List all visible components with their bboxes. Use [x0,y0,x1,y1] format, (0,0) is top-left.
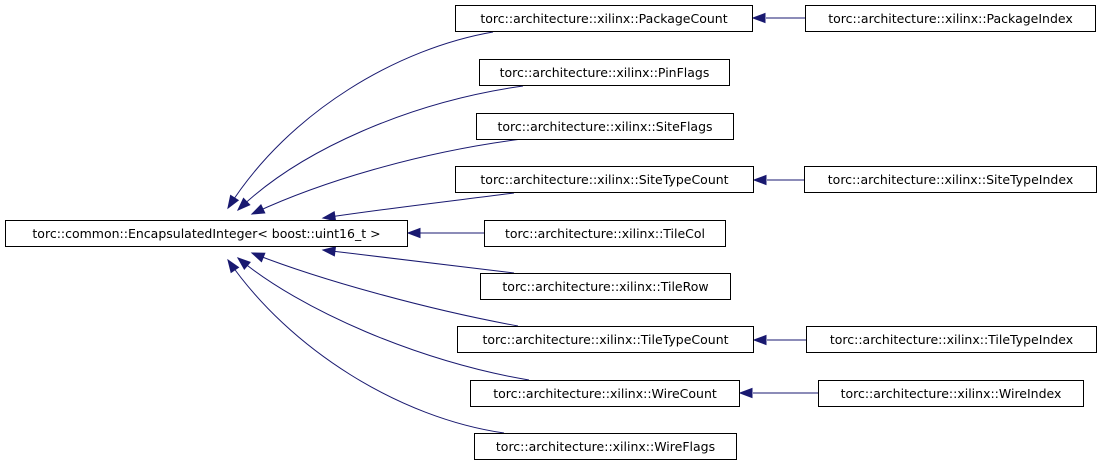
edge-site-type-count-to-base [321,192,515,222]
edges-layer [227,12,818,434]
node-tile-row-label: torc::architecture::xilinx::TileRow [502,279,708,294]
edge-wire-index-to-wire-count [738,387,818,399]
node-tile-type-count[interactable]: torc::architecture::xilinx::TileTypeCoun… [457,326,754,353]
node-site-type-count-label: torc::architecture::xilinx::SiteTypeCoun… [480,172,728,187]
edge-site-flags-to-base [250,138,523,215]
node-pin-flags-label: torc::architecture::xilinx::PinFlags [500,65,710,80]
arrowhead-icon [752,174,767,186]
arrowhead-icon [321,246,337,257]
edge-line [322,192,515,219]
node-tile-type-index[interactable]: torc::architecture::xilinx::TileTypeInde… [806,326,1097,353]
node-package-index-label: torc::architecture::xilinx::PackageIndex [828,11,1073,26]
node-site-type-index[interactable]: torc::architecture::xilinx::SiteTypeInde… [804,166,1097,193]
node-wire-index-label: torc::architecture::xilinx::WireIndex [841,386,1062,401]
arrowhead-icon [250,203,266,215]
node-base-class[interactable]: torc::common::EncapsulatedInteger< boost… [5,220,408,247]
node-package-count-label: torc::architecture::xilinx::PackageCount [480,11,727,26]
edge-pin-flags-to-base [236,85,524,211]
node-package-count[interactable]: torc::architecture::xilinx::PackageCount [455,5,753,32]
arrowhead-icon [227,194,240,210]
node-tile-type-count-label: torc::architecture::xilinx::TileTypeCoun… [482,332,728,347]
edge-line [227,259,505,434]
edge-site-type-index-to-site-type-count [752,174,804,186]
edge-line [251,138,523,215]
node-wire-flags-label: torc::architecture::xilinx::WireFlags [496,439,715,454]
arrowhead-icon [250,252,266,263]
node-wire-flags[interactable]: torc::architecture::xilinx::WireFlags [474,433,737,460]
edge-tile-row-to-base [321,246,515,274]
arrowhead-icon [406,227,421,239]
node-site-type-index-label: torc::architecture::xilinx::SiteTypeInde… [828,172,1073,187]
edge-wire-count-to-base [236,257,530,381]
edge-line [227,31,494,209]
node-wire-count[interactable]: torc::architecture::xilinx::WireCount [470,380,740,407]
edge-package-index-to-package-count [751,12,805,24]
edge-tile-type-index-to-tile-type-count [752,334,806,346]
edge-package-count-to-base [227,31,494,210]
node-package-index[interactable]: torc::architecture::xilinx::PackageIndex [805,5,1096,32]
arrowhead-icon [321,210,337,222]
node-pin-flags[interactable]: torc::architecture::xilinx::PinFlags [479,59,730,86]
node-tile-col-label: torc::architecture::xilinx::TileCol [505,226,705,241]
edge-line [322,249,515,274]
node-base-class-label: torc::common::EncapsulatedInteger< boost… [32,226,380,241]
edge-line [251,252,519,327]
node-site-flags-label: torc::architecture::xilinx::SiteFlags [497,119,712,134]
node-tile-col[interactable]: torc::architecture::xilinx::TileCol [484,220,726,247]
arrowhead-icon [738,387,753,399]
arrowhead-icon [752,334,767,346]
node-site-flags[interactable]: torc::architecture::xilinx::SiteFlags [476,113,734,140]
node-tile-type-index-label: torc::architecture::xilinx::TileTypeInde… [830,332,1073,347]
edge-line [237,257,530,381]
edge-line [237,85,524,211]
arrowhead-icon [236,197,251,211]
node-wire-count-label: torc::architecture::xilinx::WireCount [493,386,717,401]
node-tile-row[interactable]: torc::architecture::xilinx::TileRow [480,273,731,300]
node-site-type-count[interactable]: torc::architecture::xilinx::SiteTypeCoun… [455,166,754,193]
arrowhead-icon [227,258,240,274]
arrowhead-icon [236,257,251,271]
nodes-layer: torc::common::EncapsulatedInteger< boost… [5,5,1097,460]
edge-tile-type-count-to-base [250,252,519,327]
edge-tile-col-to-base [406,227,484,239]
arrowhead-icon [751,12,766,24]
edge-wire-flags-to-base [227,258,505,434]
node-wire-index[interactable]: torc::architecture::xilinx::WireIndex [818,380,1084,407]
